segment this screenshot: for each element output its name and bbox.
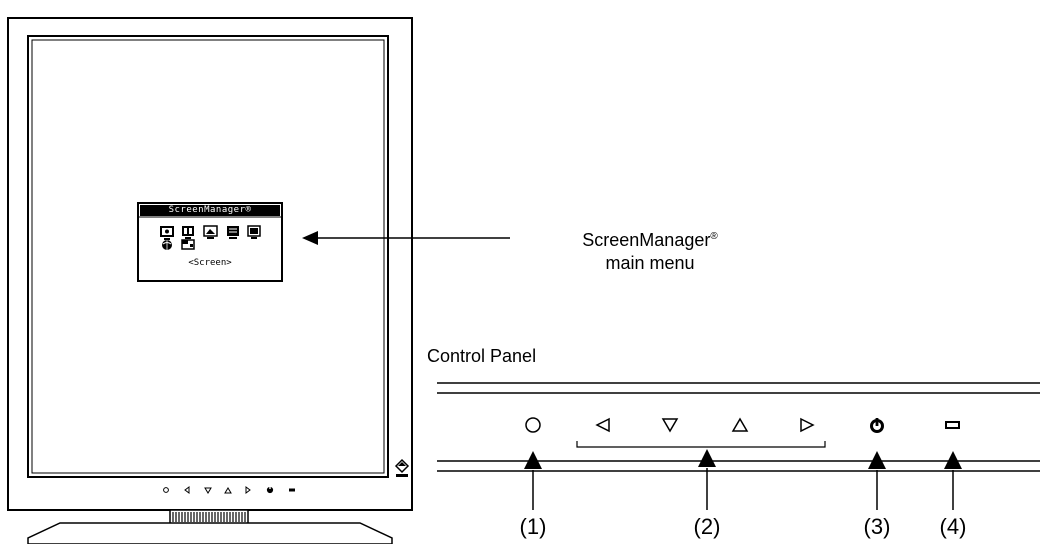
- stand-base: [27, 522, 393, 544]
- power-button[interactable]: [870, 418, 884, 433]
- bezel-right-button[interactable]: [245, 486, 251, 494]
- osd-others-icon: [227, 226, 239, 239]
- bezel-power-button[interactable]: [266, 486, 274, 494]
- osd-color-icon: [182, 226, 194, 239]
- osd-screen-icon: [160, 226, 174, 240]
- down-button[interactable]: [661, 418, 679, 433]
- callout-number-3: (3): [863, 514, 891, 539]
- callout-subtitle: main menu: [605, 253, 695, 273]
- bezel-left-button[interactable]: [184, 486, 190, 494]
- arrow-buttons-bracket: [576, 441, 826, 448]
- bezel-power-indicator: [289, 488, 295, 492]
- control-panel-buttons: [525, 417, 960, 433]
- callout-title-text: ScreenManager: [582, 230, 711, 250]
- left-button[interactable]: [595, 417, 610, 433]
- sensor-icon: [394, 458, 410, 477]
- callout-registered-mark: ®: [710, 231, 718, 242]
- control-panel-title: Control Panel: [427, 346, 537, 366]
- bezel-buttons: [163, 486, 295, 494]
- osd-title: ScreenManager®: [140, 205, 280, 216]
- osd-main-menu: [137, 202, 283, 282]
- bezel-up-button[interactable]: [224, 487, 232, 494]
- callout-number-4: (4): [939, 514, 967, 539]
- callout-number-2: (2): [693, 514, 721, 539]
- osd-language-icon: [162, 240, 172, 250]
- bezel-enter-button[interactable]: [163, 487, 169, 493]
- callout-title: ScreenManager®: [520, 226, 780, 251]
- osd-footer: <Screen>: [188, 258, 232, 268]
- osd-information-icon: [247, 225, 261, 239]
- pointer-arrows: [524, 449, 962, 510]
- up-button[interactable]: [731, 417, 749, 432]
- enter-button[interactable]: [525, 417, 541, 433]
- callout-number-1: (1): [519, 514, 547, 539]
- osd-pinp-icon: [181, 239, 195, 250]
- stand-neck: [169, 509, 249, 525]
- power-indicator: [945, 421, 960, 429]
- bezel-down-button[interactable]: [204, 487, 212, 494]
- osd-power-manager-icon: [203, 225, 218, 239]
- right-button[interactable]: [800, 417, 815, 433]
- callout-arrow: [302, 231, 510, 245]
